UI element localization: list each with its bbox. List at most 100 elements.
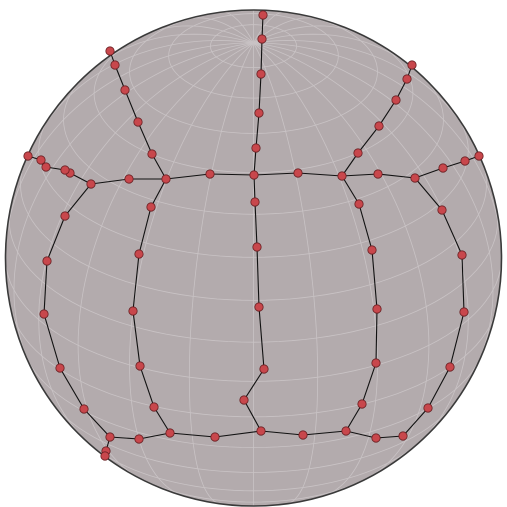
graph-edge <box>461 254 465 313</box>
graph-node <box>128 306 138 316</box>
graph-edge <box>64 183 92 217</box>
graph-edge <box>59 367 85 410</box>
graph-edge <box>169 432 216 438</box>
graph-node <box>423 403 433 413</box>
graph-node <box>259 364 269 374</box>
graph-node <box>134 249 144 259</box>
meridian-line <box>188 42 254 504</box>
graph-edge <box>341 152 359 177</box>
meridian-line <box>93 33 254 69</box>
graph-node <box>86 179 96 189</box>
graph-node <box>459 307 469 317</box>
graph-node <box>252 242 262 252</box>
graph-edge <box>209 173 255 176</box>
graph-node <box>354 199 364 209</box>
graph-edge <box>153 406 171 434</box>
sphere-graticule <box>5 10 502 506</box>
graph-node <box>445 362 455 372</box>
graph-node <box>134 434 144 444</box>
graph-node <box>337 171 347 181</box>
graph-edge <box>357 125 380 154</box>
graph-node <box>239 395 249 405</box>
graph-node <box>105 432 115 442</box>
meridian-line <box>221 11 254 44</box>
graph-edge <box>414 177 443 211</box>
meridian-line <box>253 25 362 44</box>
graph-node <box>124 174 134 184</box>
graph-edge <box>302 430 347 436</box>
graph-edge <box>375 308 378 364</box>
graph-edge <box>402 407 429 437</box>
graph-edge <box>243 368 265 401</box>
graph-node <box>374 121 384 131</box>
meridian-line <box>5 42 254 259</box>
meridian-line <box>253 33 414 69</box>
graph-node <box>391 95 401 105</box>
graph-node <box>407 60 417 70</box>
graph-node <box>410 173 420 183</box>
meridian-line <box>253 17 320 44</box>
graph-node <box>210 432 220 442</box>
graph-edge <box>132 310 141 367</box>
meridian-line <box>187 17 254 44</box>
graph-edge <box>138 432 171 440</box>
graph-edge <box>345 430 377 439</box>
graph-edge <box>150 178 167 208</box>
graph-edge <box>260 430 304 436</box>
graph-node <box>147 149 157 159</box>
graph-edge <box>256 246 260 308</box>
graph-node <box>402 74 412 84</box>
parallel-line <box>5 257 502 382</box>
graph-edge <box>139 365 155 408</box>
graph-node <box>249 170 259 180</box>
graph-node <box>41 162 51 172</box>
graph-node <box>474 151 484 161</box>
graph-edge <box>341 175 360 205</box>
graph-node <box>371 358 381 368</box>
graph-node <box>256 69 266 79</box>
graph-edge <box>441 209 463 256</box>
graph-node <box>60 211 70 221</box>
graph-node <box>258 10 268 20</box>
graph-node <box>39 309 49 319</box>
graph-node <box>205 169 215 179</box>
graph-edge <box>90 178 130 185</box>
graph-edge <box>253 172 299 176</box>
graph-edge <box>341 173 379 177</box>
graph-edge <box>371 249 378 310</box>
graph-edge <box>358 203 373 251</box>
graph-edge <box>43 313 61 369</box>
graph-edge <box>361 362 377 405</box>
graph-node <box>23 151 33 161</box>
graph-node <box>100 451 110 461</box>
graph-edge <box>138 206 152 255</box>
meridian-line <box>253 42 430 480</box>
graph-node <box>133 117 143 127</box>
graph-edge <box>449 311 465 368</box>
graph-edge <box>427 366 451 409</box>
graph-node <box>398 431 408 441</box>
graph-node <box>457 250 467 260</box>
graph-node <box>460 156 470 166</box>
graph-node <box>357 399 367 409</box>
graph-edge <box>124 89 139 123</box>
graph-edge <box>132 253 140 312</box>
graph-node <box>135 361 145 371</box>
graph-edge <box>378 99 397 127</box>
graph-node <box>293 168 303 178</box>
graph-edge <box>43 260 48 315</box>
meridian-line <box>253 11 286 44</box>
graph-node <box>341 426 351 436</box>
meridian-line <box>253 42 494 375</box>
meridian-line <box>253 42 319 504</box>
graph-node <box>438 163 448 173</box>
graph-node <box>373 169 383 179</box>
graph-edge <box>345 403 363 432</box>
graph-node <box>251 143 261 153</box>
graph-edge <box>165 173 211 180</box>
meridian-line <box>253 42 378 497</box>
graph-node <box>60 165 70 175</box>
graph-node <box>254 108 264 118</box>
graph-edge <box>214 430 262 438</box>
